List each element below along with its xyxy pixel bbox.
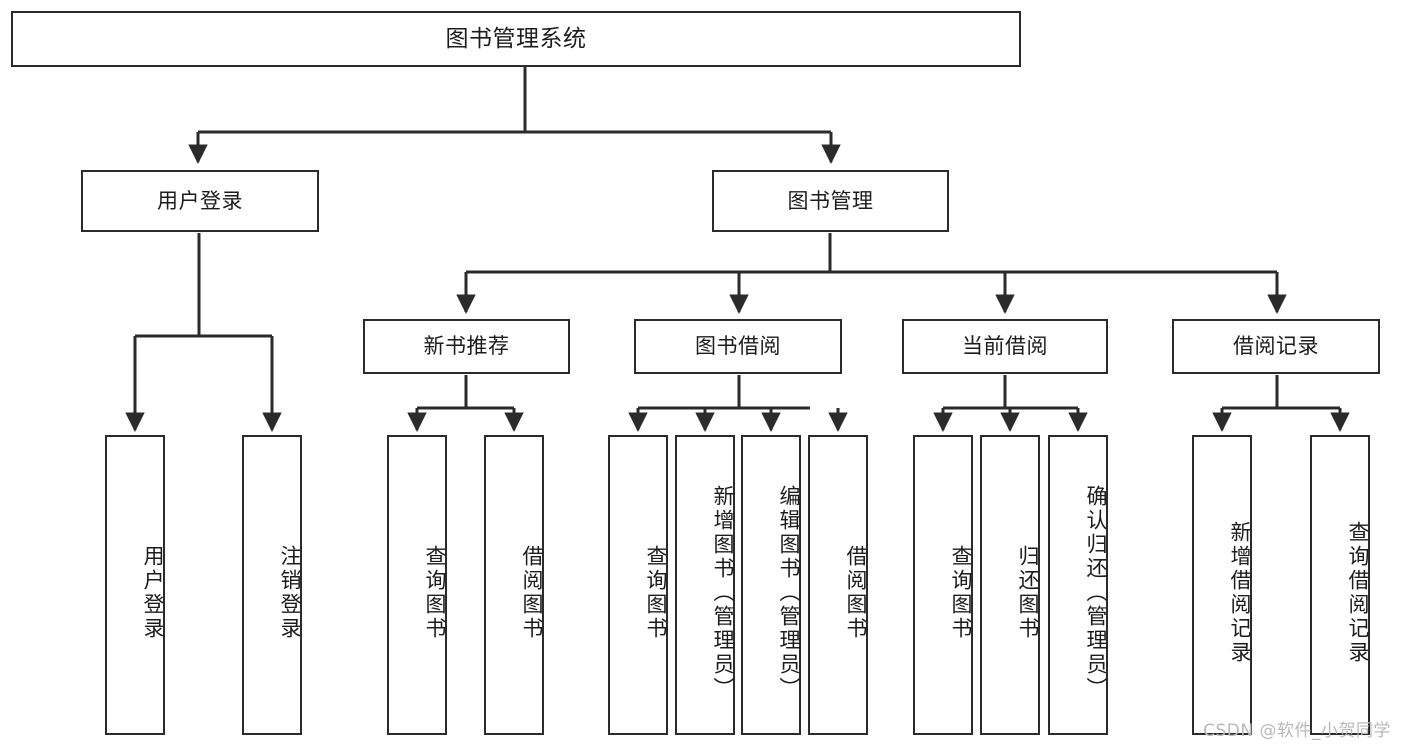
node-book-management[interactable]: 图书管理 — [712, 170, 949, 232]
node-leaf-query-book-1-label: 查询图书 — [423, 545, 447, 641]
node-leaf-edit-book-label: 编辑图书（管理员） — [777, 485, 801, 701]
node-leaf-confirm-return[interactable]: 确认归还（管理员） — [1048, 435, 1108, 735]
node-leaf-add-record-label: 新增借阅记录 — [1228, 521, 1252, 665]
node-leaf-confirm-return-label: 确认归还（管理员） — [1084, 485, 1108, 701]
node-current-borrow[interactable]: 当前借阅 — [902, 319, 1108, 374]
node-user-login-label: 用户登录 — [157, 188, 243, 213]
node-leaf-user-login[interactable]: 用户登录 — [105, 435, 165, 735]
node-book-borrow-label: 图书借阅 — [695, 334, 781, 359]
node-leaf-borrow-book-1[interactable]: 借阅图书 — [484, 435, 544, 735]
node-leaf-return-book-label: 归还图书 — [1016, 545, 1040, 641]
node-book-management-label: 图书管理 — [787, 188, 874, 213]
node-leaf-query-book-3-label: 查询图书 — [949, 545, 973, 641]
node-root-label: 图书管理系统 — [445, 25, 587, 52]
csdn-watermark: CSDN @软件_小贺同学 — [1203, 721, 1391, 741]
node-leaf-user-logout-label: 注销登录 — [278, 545, 302, 641]
node-leaf-query-record[interactable]: 查询借阅记录 — [1310, 435, 1370, 735]
node-leaf-borrow-book-2[interactable]: 借阅图书 — [808, 435, 868, 735]
node-leaf-add-record[interactable]: 新增借阅记录 — [1192, 435, 1252, 735]
node-leaf-query-book-1[interactable]: 查询图书 — [387, 435, 447, 735]
node-root[interactable]: 图书管理系统 — [11, 11, 1021, 67]
node-leaf-add-book[interactable]: 新增图书（管理员） — [675, 435, 735, 735]
node-borrow-record[interactable]: 借阅记录 — [1172, 319, 1380, 374]
node-borrow-record-label: 借阅记录 — [1233, 334, 1319, 359]
node-leaf-query-book-3[interactable]: 查询图书 — [913, 435, 973, 735]
node-leaf-borrow-book-1-label: 借阅图书 — [520, 545, 544, 641]
node-leaf-query-record-label: 查询借阅记录 — [1346, 521, 1370, 665]
node-leaf-edit-book[interactable]: 编辑图书（管理员） — [741, 435, 801, 735]
node-leaf-query-book-2[interactable]: 查询图书 — [608, 435, 668, 735]
node-leaf-return-book[interactable]: 归还图书 — [980, 435, 1040, 735]
node-new-book-recommend[interactable]: 新书推荐 — [363, 319, 570, 374]
node-leaf-add-book-label: 新增图书（管理员） — [711, 485, 735, 701]
node-leaf-user-login-label: 用户登录 — [141, 545, 165, 641]
node-book-borrow[interactable]: 图书借阅 — [634, 319, 842, 374]
node-current-borrow-label: 当前借阅 — [962, 334, 1048, 359]
node-user-login[interactable]: 用户登录 — [81, 170, 319, 232]
node-leaf-user-logout[interactable]: 注销登录 — [242, 435, 302, 735]
node-leaf-borrow-book-2-label: 借阅图书 — [844, 545, 868, 641]
node-leaf-query-book-2-label: 查询图书 — [644, 545, 668, 641]
node-new-book-recommend-label: 新书推荐 — [423, 334, 510, 359]
